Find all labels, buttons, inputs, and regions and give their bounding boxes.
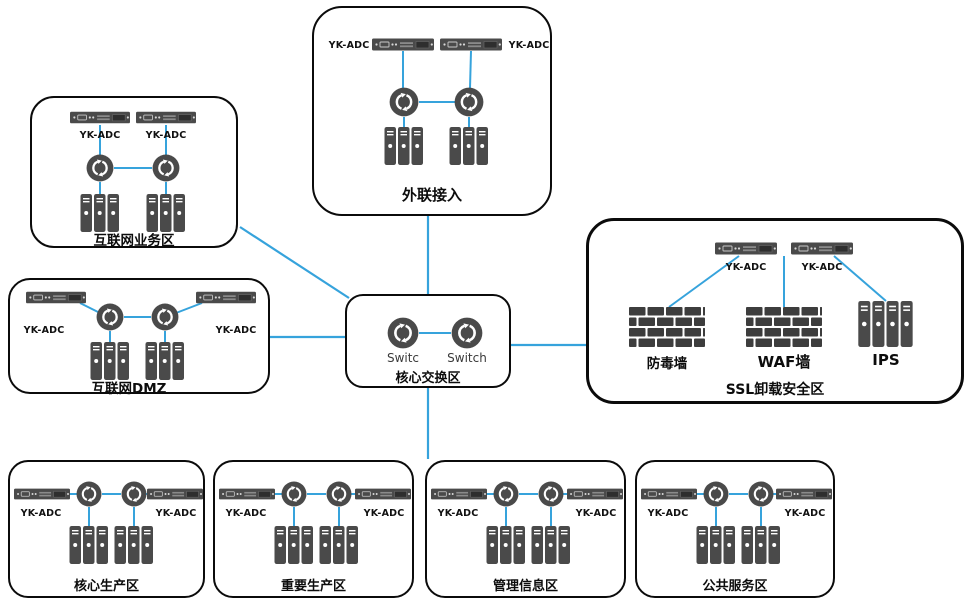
zone-title: 互联网DMZ: [91, 381, 167, 397]
adc-device-label: YK-ADC: [575, 508, 617, 519]
waf-wall-icon: [746, 307, 822, 347]
adc-appliance-icon: [431, 488, 487, 500]
server-group-icon: [384, 127, 424, 165]
adc-device-label: YK-ADC: [145, 130, 187, 141]
switch-icon: [96, 303, 124, 331]
adc-device-label: YK-ADC: [328, 40, 370, 51]
internal-connection-lines: [668, 255, 887, 308]
adc-device-label: YK-ADC: [363, 508, 405, 519]
server-group-icon: [90, 342, 130, 380]
adc-device-label: YK-ADC: [225, 508, 267, 519]
switch-icon: [538, 481, 564, 507]
switch-icon: [493, 481, 519, 507]
zone-external-access: YK-ADC YK-ADC 外联接入: [312, 6, 552, 216]
adc-device-label: YK-ADC: [215, 325, 257, 336]
adc-appliance-icon: [715, 242, 777, 255]
connection-line: [239, 226, 350, 299]
adc-appliance-icon: [196, 291, 256, 304]
zone-public-service: YK-ADC YK-ADC 公共服务区: [635, 460, 835, 598]
server-group-icon: [741, 526, 781, 564]
zone-ssl-offload: YK-ADC YK-ADC 防毒墙 WAF墙 IPS SSL卸载安全区: [586, 218, 964, 404]
internal-connection-lines: [697, 493, 778, 526]
waf-wall-label: WAF墙: [757, 353, 811, 371]
adc-appliance-icon: [567, 488, 623, 500]
adc-appliance-icon: [147, 488, 203, 500]
internal-connection-lines: [79, 302, 203, 342]
server-group-icon: [696, 526, 736, 564]
adc-appliance-icon: [26, 291, 86, 304]
internal-connection-lines: [99, 125, 167, 194]
adc-appliance-icon: [14, 488, 70, 500]
server-group-icon: [69, 526, 109, 564]
adc-device-label: YK-ADC: [20, 508, 62, 519]
zone-title: SSL卸载安全区: [725, 382, 825, 398]
switch-icon: [703, 481, 729, 507]
zone-internet-business: YK-ADC YK-ADC 互联网业务区: [30, 96, 238, 249]
switch-icon: [121, 481, 147, 507]
switch-label: Switc: [386, 351, 420, 365]
zone-title: 管理信息区: [492, 579, 558, 594]
switch-icon: [389, 87, 419, 117]
internal-connection-lines: [70, 493, 151, 526]
antivirus-wall-label: 防毒墙: [646, 356, 688, 372]
switch-icon: [454, 87, 484, 117]
internal-connection-lines: [402, 50, 472, 128]
adc-appliance-icon: [776, 488, 832, 500]
zone-title: 公共服务区: [702, 579, 768, 594]
adc-appliance-icon: [641, 488, 697, 500]
adc-appliance-icon: [136, 111, 196, 124]
switch-icon: [152, 154, 180, 182]
adc-device-label: YK-ADC: [784, 508, 826, 519]
adc-device-label: YK-ADC: [23, 325, 65, 336]
adc-device-label: YK-ADC: [155, 508, 197, 519]
server-group-icon: [486, 526, 526, 564]
switch-icon: [451, 317, 483, 349]
server-group-icon: [146, 194, 186, 232]
adc-appliance-icon: [440, 38, 502, 51]
ips-server-group-icon: [853, 301, 919, 347]
server-group-icon: [449, 127, 489, 165]
adc-appliance-icon: [791, 242, 853, 255]
adc-device-label: YK-ADC: [725, 262, 767, 273]
ips-label: IPS: [872, 351, 900, 369]
server-group-icon: [531, 526, 571, 564]
zone-management-info: YK-ADC YK-ADC 管理信息区: [425, 460, 626, 598]
switch-icon: [86, 154, 114, 182]
switch-icon: [748, 481, 774, 507]
zone-title: 互联网业务区: [93, 233, 175, 249]
zone-core-switch: Switc Switch 核心交换区: [345, 294, 511, 388]
switch-label: Switch: [447, 351, 487, 365]
switch-icon: [76, 481, 102, 507]
server-group-icon: [145, 342, 185, 380]
adc-appliance-icon: [372, 38, 434, 51]
server-group-icon: [114, 526, 154, 564]
internal-connection-lines: [419, 332, 451, 334]
server-group-icon: [80, 194, 120, 232]
zone-title: 重要生产区: [280, 579, 346, 594]
antivirus-wall-icon: [629, 307, 705, 347]
adc-appliance-icon: [70, 111, 130, 124]
server-group-icon: [319, 526, 359, 564]
zone-internet-dmz: YK-ADC YK-ADC 互联网DMZ: [8, 278, 270, 397]
zone-title: 核心生产区: [73, 579, 139, 594]
switch-icon: [151, 303, 179, 331]
zone-core-production: YK-ADC YK-ADC 核心生产区: [8, 460, 205, 598]
adc-device-label: YK-ADC: [79, 130, 121, 141]
zone-important-production: YK-ADC YK-ADC 重要生产区: [213, 460, 414, 598]
adc-device-label: YK-ADC: [437, 508, 479, 519]
switch-icon: [281, 481, 307, 507]
zone-title: 外联接入: [401, 186, 462, 204]
zone-title: 核心交换区: [395, 371, 461, 386]
internal-connection-lines: [275, 493, 356, 526]
switch-icon: [326, 481, 352, 507]
server-group-icon: [274, 526, 314, 564]
adc-appliance-icon: [219, 488, 275, 500]
adc-device-label: YK-ADC: [508, 40, 550, 51]
adc-device-label: YK-ADC: [647, 508, 689, 519]
adc-device-label: YK-ADC: [801, 262, 843, 273]
adc-appliance-icon: [355, 488, 411, 500]
switch-icon: [387, 317, 419, 349]
internal-connection-lines: [487, 493, 568, 526]
